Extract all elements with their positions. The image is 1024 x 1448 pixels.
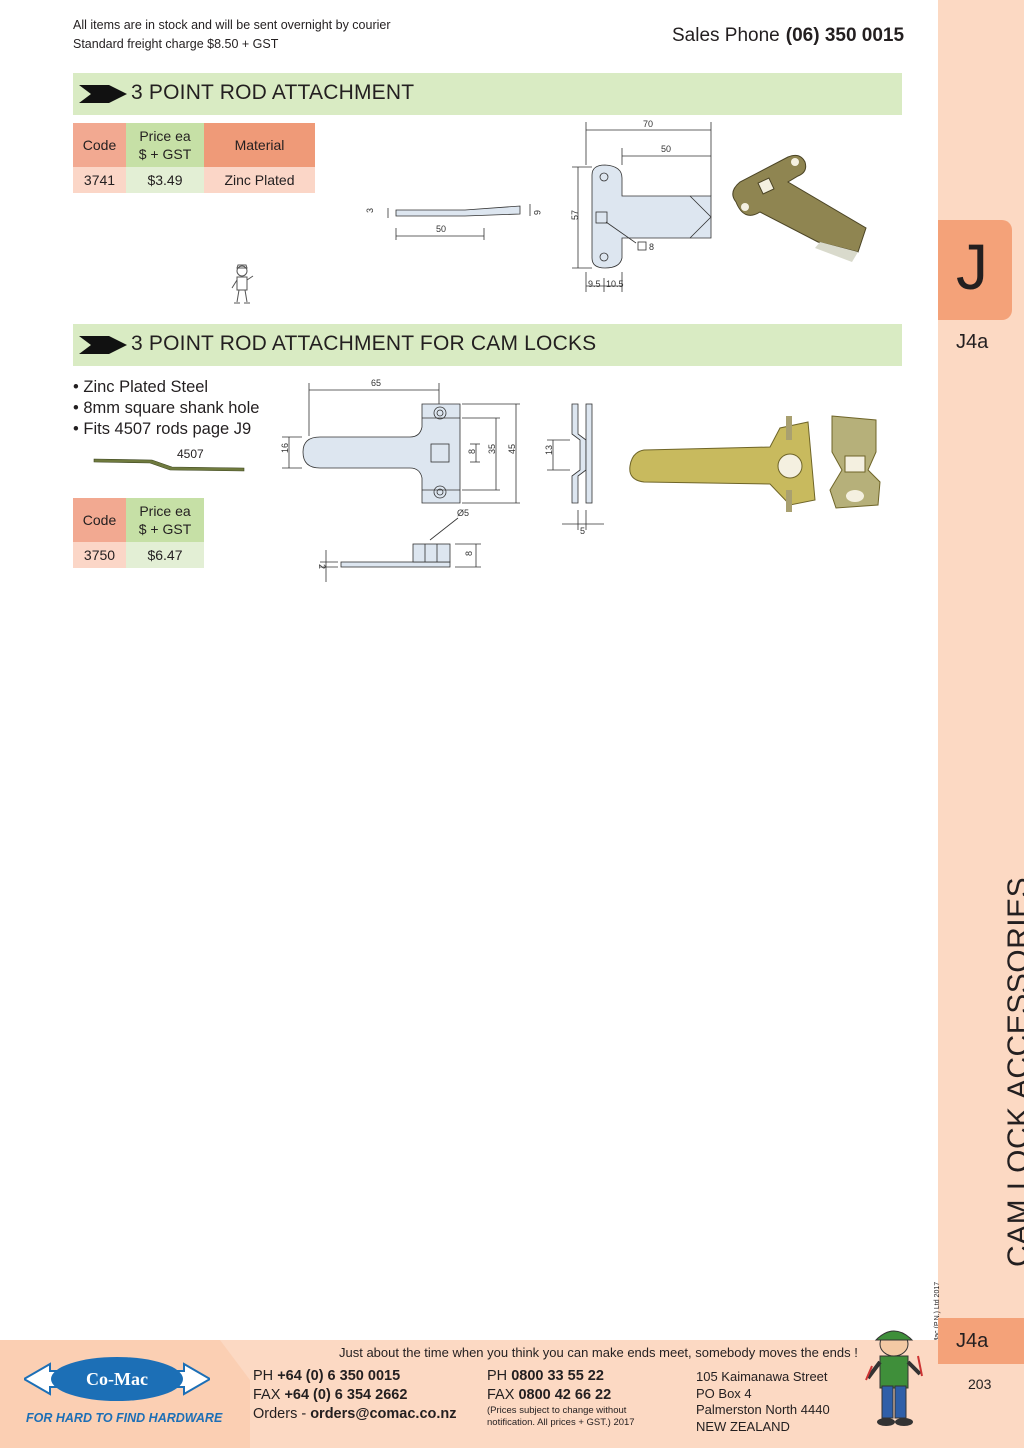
orders-email[interactable]: orders@comac.co.nz xyxy=(310,1406,457,1422)
col-material: Material xyxy=(204,123,315,167)
section2-header: 3 POINT ROD ATTACHMENT FOR CAM LOCKS xyxy=(73,324,902,366)
col-price: Price ea $ + GST xyxy=(126,123,204,167)
feature-item: • Zinc Plated Steel xyxy=(73,378,209,396)
dim-57: 57 xyxy=(570,210,580,220)
dim-50-top: 50 xyxy=(661,144,671,154)
sales-phone-label: Sales Phone xyxy=(672,25,780,46)
cell-price: $3.49 xyxy=(126,167,204,193)
address-line: Palmerston North 4440 xyxy=(696,1402,830,1417)
section1-technical-drawing: 3 50 6 70 50 57 8 9.5 10.5 xyxy=(365,119,867,292)
sales-phone: Sales Phone(06) 350 0015 xyxy=(672,25,904,47)
price-note-1: (Prices subject to change without xyxy=(487,1405,627,1416)
freephone-line: PH 0800 33 55 22 xyxy=(487,1367,635,1386)
section2-price-table: Code Price ea $ + GST 3750 $6.47 xyxy=(73,498,204,568)
address-line: NEW ZEALAND xyxy=(696,1418,790,1434)
fax-line: FAX +64 (0) 6 354 2662 xyxy=(253,1386,457,1405)
section-code-bottom: J4a xyxy=(956,1330,989,1352)
section-code-bottom-tab: J4a xyxy=(938,1318,1024,1364)
arrow-icon xyxy=(79,336,127,354)
address-line: PO Box 4 xyxy=(696,1385,752,1401)
section2-product-photo xyxy=(629,415,881,512)
dim-6: 6 xyxy=(532,210,542,215)
section1-header: 3 POINT ROD ATTACHMENT xyxy=(73,73,902,115)
mascot-icon xyxy=(865,1330,923,1426)
feature-item: • 8mm square shank hole xyxy=(73,399,260,417)
section-letter-tab: J xyxy=(938,220,1012,320)
fax-label: FAX xyxy=(253,1387,281,1403)
tagline: FOR HARD TO FIND HARDWARE xyxy=(26,1411,223,1425)
section2-title: 3 POINT ROD ATTACHMENT FOR CAM LOCKS xyxy=(131,332,597,355)
dim-10-5: 10.5 xyxy=(606,279,624,289)
sales-phone-number: (06) 350 0015 xyxy=(785,25,905,46)
col-price-line2: $ + GST xyxy=(138,521,192,537)
rod-4507-image xyxy=(93,458,245,472)
dim-2: 2 xyxy=(317,564,327,569)
orders-line: Orders - orders@comac.co.nz xyxy=(253,1405,457,1424)
dim-9-5: 9.5 xyxy=(588,279,601,289)
col-price: Price ea $ + GST xyxy=(126,498,204,542)
contact-freephone: PH 0800 33 55 22 FAX 0800 42 66 22 (Pric… xyxy=(487,1367,635,1429)
mascot-sketch-icon xyxy=(231,264,254,304)
fax-number: +64 (0) 6 354 2662 xyxy=(284,1387,408,1403)
page-number: 203 xyxy=(968,1376,992,1392)
freefax-line: FAX 0800 42 66 22 xyxy=(487,1386,635,1405)
col-price-line1: Price ea xyxy=(139,503,191,519)
address-line: 105 Kaimanawa Street xyxy=(696,1369,828,1384)
logo-text: Co-Mac xyxy=(86,1369,148,1389)
section-code-top: J4a xyxy=(956,331,989,353)
dim-dia-5: Ø5 xyxy=(457,508,469,518)
ph-number: +64 (0) 6 350 0015 xyxy=(277,1368,401,1384)
dim-3: 3 xyxy=(365,208,375,213)
ph2-label: PH xyxy=(487,1368,508,1384)
stock-note-line1: All items are in stock and will be sent … xyxy=(73,18,391,32)
dim-50-side: 50 xyxy=(436,224,446,234)
dim-square-8: 8 xyxy=(649,242,654,252)
cell-code: 3741 xyxy=(73,167,126,193)
stock-note-line2: Standard freight charge $8.50 + GST xyxy=(73,37,279,51)
feature-item: • Fits 4507 rods page J9 xyxy=(73,420,252,438)
fax2-number: 0800 42 66 22 xyxy=(518,1387,612,1403)
comac-logo: Co-Mac xyxy=(24,1357,210,1401)
ph-label: PH xyxy=(253,1368,274,1384)
fax2-label: FAX xyxy=(487,1387,515,1403)
phone-line: PH +64 (0) 6 350 0015 xyxy=(253,1367,457,1386)
rod-4507-label: 4507 xyxy=(177,447,204,461)
dim-35: 35 xyxy=(487,444,497,454)
dim-45: 45 xyxy=(507,444,517,454)
price-note-2: notification. All prices + GST.) 2017 xyxy=(487,1417,635,1428)
arrow-icon xyxy=(79,85,127,103)
col-price-line1: Price ea xyxy=(139,128,191,144)
dim-16: 16 xyxy=(280,443,290,453)
dim-5: 5 xyxy=(580,526,585,536)
ph2-number: 0800 33 55 22 xyxy=(511,1368,604,1384)
contact-main: PH +64 (0) 6 350 0015 FAX +64 (0) 6 354 … xyxy=(253,1367,457,1424)
footer-quote: Just about the time when you think you c… xyxy=(339,1345,858,1360)
dim-70: 70 xyxy=(643,119,653,129)
section1-product-photo xyxy=(732,154,867,262)
section2-features: • Zinc Plated Steel • 8mm square shank h… xyxy=(73,377,259,440)
address: 105 Kaimanawa Street PO Box 4 Palmerston… xyxy=(696,1369,830,1435)
dim-65: 65 xyxy=(371,378,381,388)
col-code: Code xyxy=(73,123,126,167)
orders-label: Orders - xyxy=(253,1406,307,1422)
section1-price-table: Code Price ea $ + GST Material 3741 $3.4… xyxy=(73,123,315,193)
col-price-line2: $ + GST xyxy=(138,146,192,162)
cell-code: 3750 xyxy=(73,542,126,568)
stock-note: All items are in stock and will be sent … xyxy=(73,16,391,54)
section1-title: 3 POINT ROD ATTACHMENT xyxy=(131,81,415,104)
dim-8: 8 xyxy=(467,449,477,454)
dim-13: 13 xyxy=(544,445,554,455)
dim-8-bottom: 8 xyxy=(464,551,474,556)
col-code: Code xyxy=(73,498,126,542)
section2-technical-drawing: 65 16 8 35 45 13 5 Ø5 2 8 xyxy=(280,378,881,582)
cell-material: Zinc Plated xyxy=(204,167,315,193)
category-title: CAM LOCK ACCESSORIES xyxy=(1002,876,1024,1267)
cell-price: $6.47 xyxy=(126,542,204,568)
section-letter: J xyxy=(956,231,988,303)
